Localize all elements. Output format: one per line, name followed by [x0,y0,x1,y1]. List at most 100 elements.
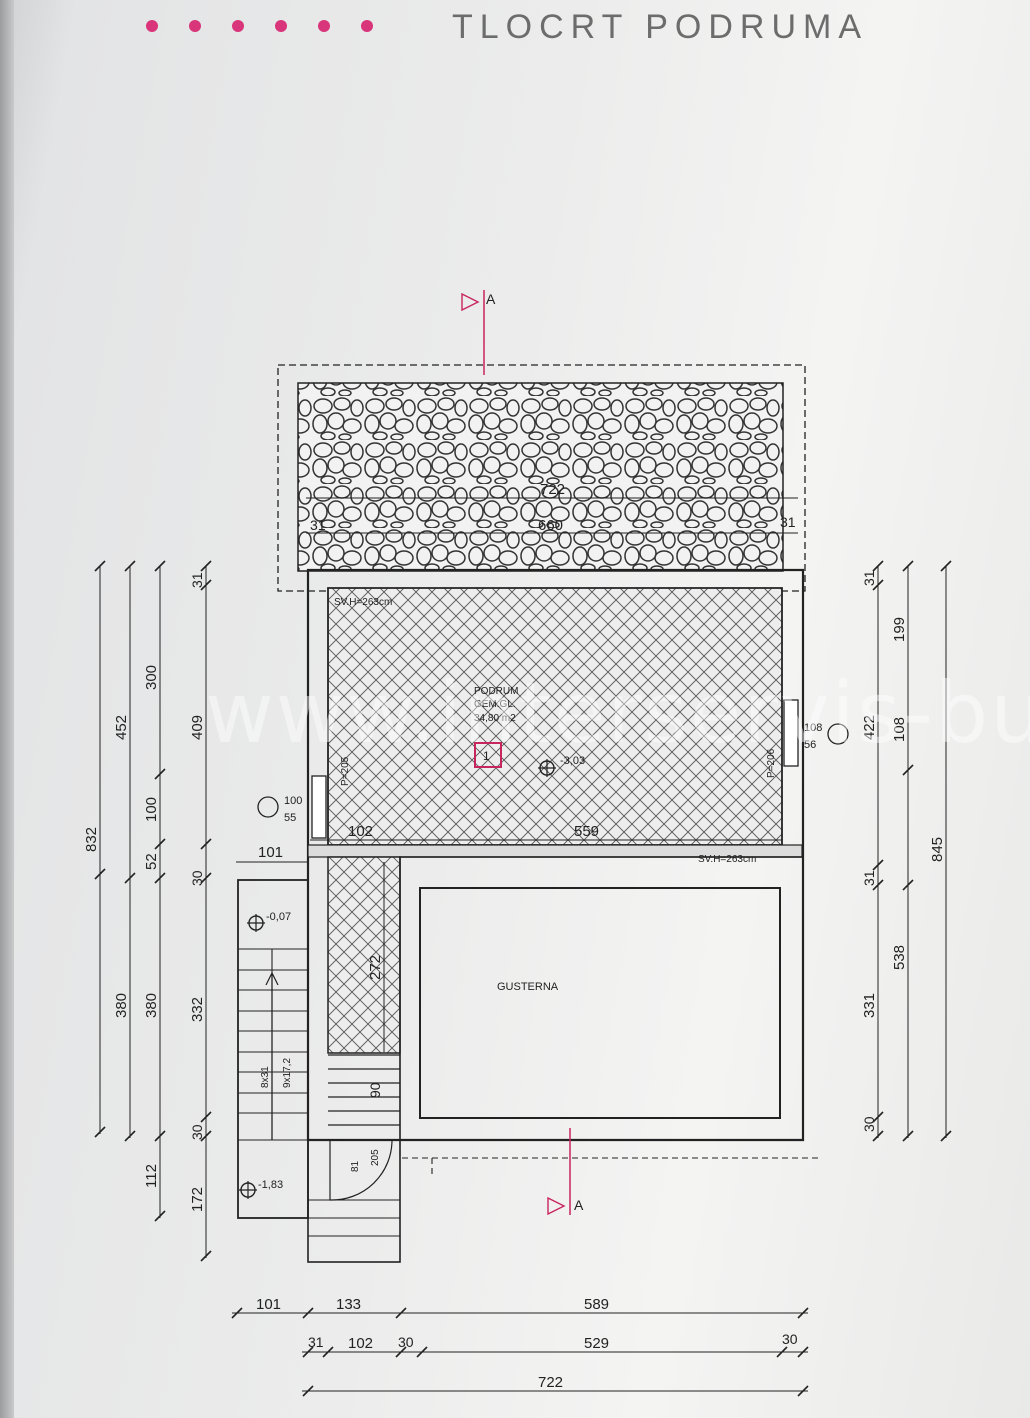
dim-right-845: 845 [929,837,946,862]
dim-bottom-589: 589 [584,1296,609,1313]
door-swing-icon [329,1139,393,1201]
podrum-room [327,587,783,846]
dim-corridor-length: 272 [367,955,384,980]
dim-corridor-steps: 90 [367,1082,383,1098]
door-width: 81 [350,1160,361,1172]
entrance-treads [308,1199,400,1237]
stairs-label-b: 9x17,2 [282,1058,293,1088]
ceiling-height-top: SV.H=263cm [334,597,392,608]
window-right-parapet: P=206 [766,748,777,778]
window-left-width: 100 [284,795,302,807]
right-dimension-ticks [872,560,952,1142]
window-left [311,775,327,839]
corridor-steps [328,1054,400,1126]
dim-room-width: 559 [574,823,599,840]
stair-treads [238,948,308,1141]
gusterna-room [419,887,781,1119]
dim-right-30: 30 [861,1116,877,1132]
room-floor-podrum: GEM.GL. [474,699,516,710]
dim-left-300: 300 [143,665,160,690]
room-area-podrum: 34,80 m2 [474,713,516,724]
dim-right-108: 108 [891,717,908,742]
room-number-box [474,742,502,768]
dim-left-30b: 30 [189,1124,205,1140]
entrance-steps [307,1139,401,1263]
dim-left-112: 112 [143,1164,160,1188]
dim-left-409: 409 [189,715,206,740]
level-marker-icon [538,759,556,777]
dim-terrace-total: 722 [540,481,565,498]
dim-bottom-133: 133 [336,1296,361,1313]
dim-left-30a: 30 [189,870,205,886]
window-right-height: 56 [804,739,816,751]
window-marker-right-icon [827,723,849,745]
stairs-label-a: 8x31 [260,1066,271,1088]
left-dimension-ticks [94,560,212,1262]
page-fold-shadow [0,0,14,1418]
level-podrum: -3,03 [560,755,585,767]
decorative-dots [146,20,373,32]
outer-staircase [237,879,309,1219]
window-right [783,699,799,767]
ceiling-height-bottom: SV.H=263cm [698,854,756,865]
dim-right-31b: 31 [861,870,877,886]
dot-icon [146,20,158,32]
dim-bottom-102: 102 [348,1335,373,1352]
dim-right-331: 331 [861,993,878,1018]
bottom-dimension-lines [232,1312,808,1392]
room-number: 1 [483,749,490,763]
door-height: 205 [370,1149,381,1166]
dim-left-832: 832 [83,827,100,852]
dim-left-31: 31 [189,572,205,588]
dim-corridor-width: 102 [348,823,373,840]
dot-icon [275,20,287,32]
window-left-parapet: P=205 [340,756,351,786]
dim-bottom-101: 101 [256,1296,281,1313]
dim-bottom-722: 722 [538,1374,563,1391]
dot-icon [318,20,330,32]
window-right-width: 108 [804,722,822,734]
section-arrow-top-icon [461,292,480,312]
dot-icon [361,20,373,32]
dim-bottom-30a: 30 [398,1334,414,1350]
section-label-top: A [486,291,496,307]
dim-bottom-30b: 30 [782,1331,798,1347]
dim-right-199: 199 [891,617,908,642]
stone-terrace [297,382,784,572]
dim-stair-width: 101 [258,844,283,861]
room-name-podrum: PODRUM [474,686,518,697]
dim-terrace-right: 31 [780,514,796,530]
dim-terrace-left: 31 [310,517,326,533]
stair-arrow-icon [265,971,279,1140]
window-left-height: 55 [284,812,296,824]
dot-icon [232,20,244,32]
level-marker-icon [247,914,265,932]
dim-left-380a: 380 [113,993,130,1018]
right-dimension-lines [877,566,947,1138]
level-stair-top: -0,07 [266,911,291,923]
bottom-dimension-ticks [231,1307,809,1397]
corridor [327,856,401,1054]
dim-terrace-inner: 660 [538,517,563,534]
left-dimension-lines [99,566,207,1258]
dim-bottom-31: 31 [308,1334,324,1350]
room-name-gusterna: GUSTERNA [497,981,559,993]
section-label-bottom: A [574,1197,584,1213]
dim-left-52: 52 [143,853,160,870]
dim-left-100: 100 [143,797,160,822]
level-stair-bottom: -1,83 [258,1179,283,1191]
ground-line [399,1140,820,1175]
window-marker-left-icon [257,796,279,818]
dim-left-332: 332 [189,997,206,1022]
dim-left-452: 452 [113,715,130,740]
dim-right-31a: 31 [861,570,877,586]
cistern-wall [399,856,804,1141]
dim-bottom-529: 529 [584,1335,609,1352]
level-marker-icon [239,1181,257,1199]
dot-icon [189,20,201,32]
dim-right-422: 422 [861,715,878,740]
page-title: TLOCRT PODRUMA [452,8,869,46]
dim-right-538: 538 [891,945,908,970]
dim-left-380b: 380 [143,993,160,1018]
